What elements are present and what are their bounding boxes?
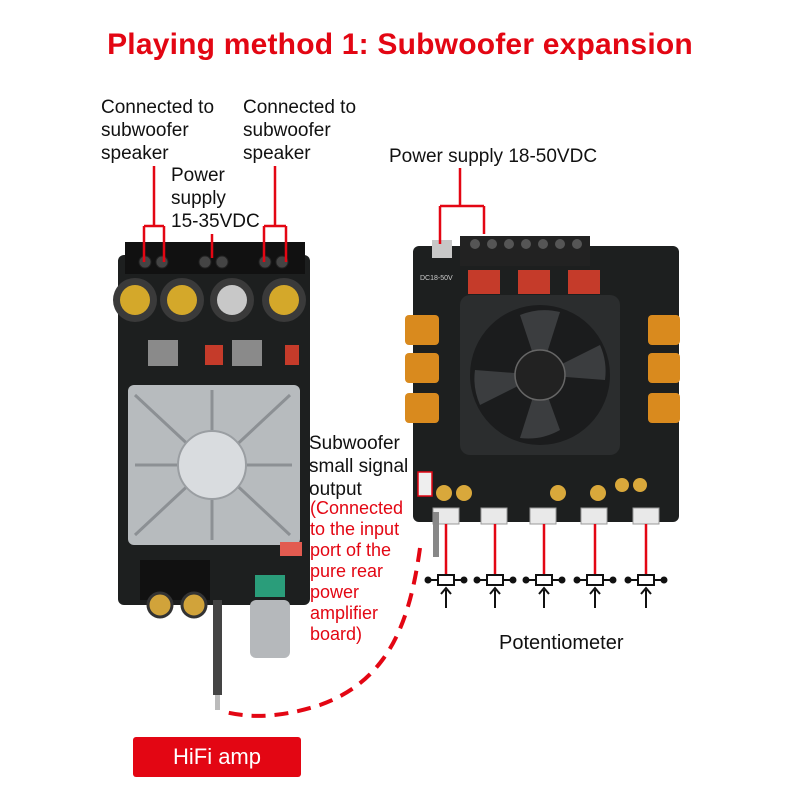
page-title: Playing method 1: Subwoofer expansion [107,28,693,61]
board-silkscreen: DC18-50V [420,275,453,282]
annotation-lines [142,166,648,575]
hifi-amp-badge: HiFi amp [133,737,301,777]
signal-connection-dashed-line [224,547,422,718]
label-right-power-supply: Power supply 18-50VDC [389,146,598,167]
potentiometer-symbols [424,574,668,608]
hifi-amp-board [113,242,310,710]
label-potentiometer: Potentiometer [499,632,624,654]
subwoofer-amp-board: DC18-50V [405,236,680,557]
